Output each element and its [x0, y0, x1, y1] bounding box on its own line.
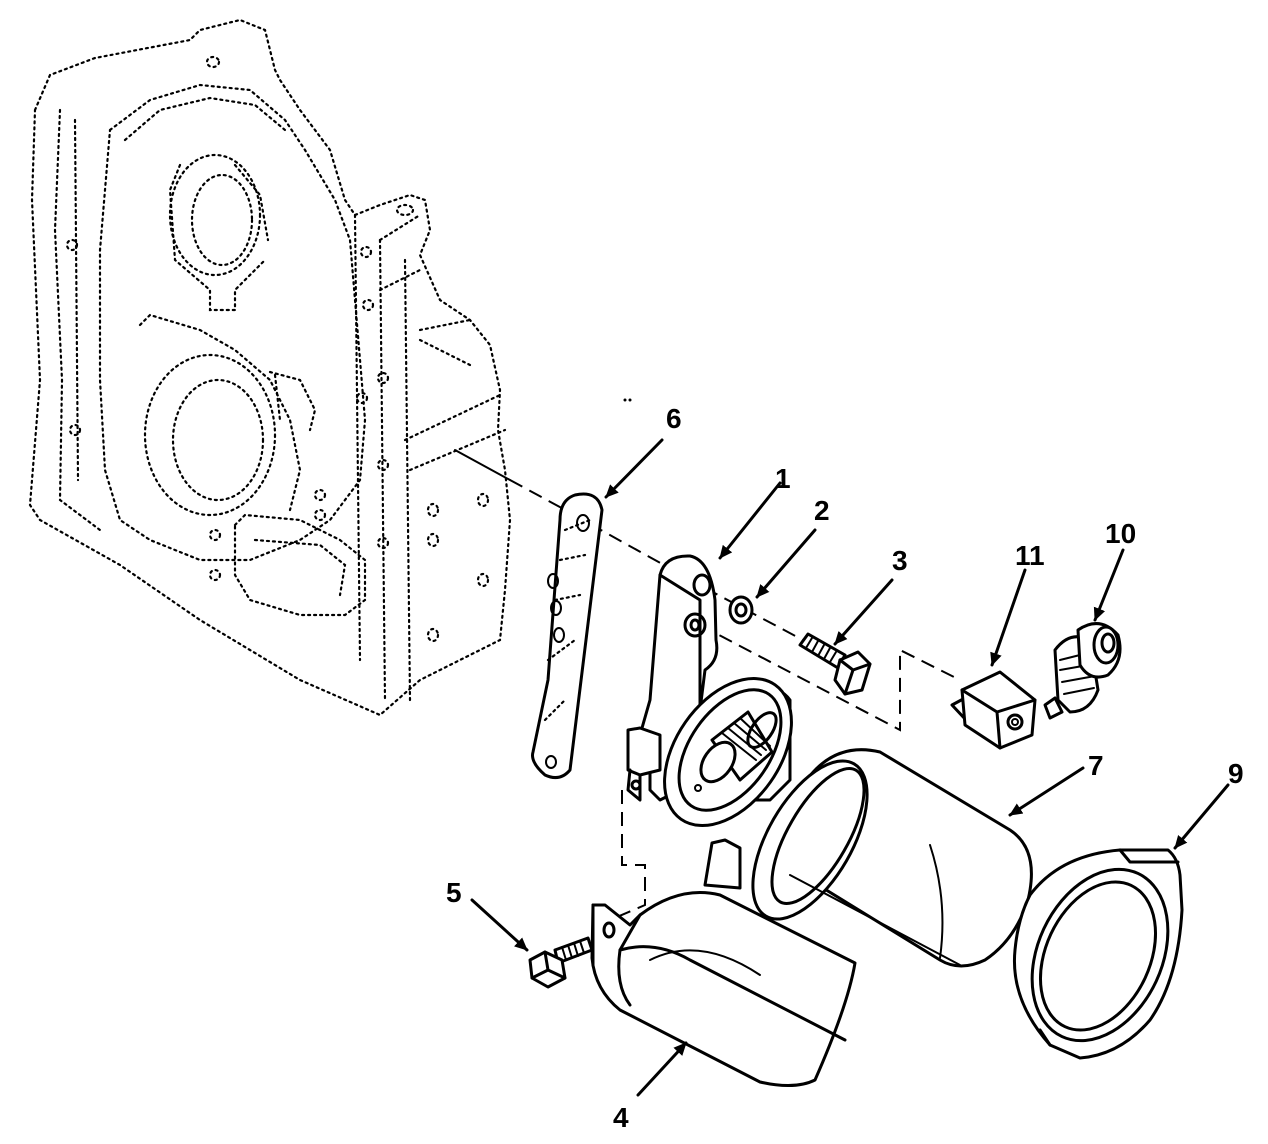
lock-washer: [728, 595, 754, 625]
callout-2: 2: [814, 495, 830, 526]
callout-11: 11: [1015, 540, 1045, 571]
engine-cover-phantom: [28, 18, 512, 717]
callout-labels: 6 1 2 3 11 10 7 9 5 4: [446, 403, 1244, 1133]
callout-7: 7: [1088, 750, 1104, 781]
filter-element: [751, 748, 1033, 968]
callout-9: 9: [1228, 758, 1244, 789]
callout-1: 1: [775, 463, 791, 494]
filter-head: [623, 398, 793, 827]
callout-3: 3: [892, 545, 908, 576]
sending-unit: [1043, 622, 1122, 720]
cradle-shield: [590, 838, 857, 1087]
gasket-ring: [1012, 848, 1184, 1060]
callout-5: 5: [446, 877, 462, 908]
callout-10: 10: [1105, 518, 1136, 549]
adapter-block: [950, 670, 1037, 750]
hex-bolt-lower: [528, 936, 594, 989]
callout-6: 6: [666, 403, 682, 434]
callout-4: 4: [613, 1102, 629, 1133]
hex-bolt-upper: [798, 632, 872, 696]
callout-leaders: [470, 438, 1230, 1097]
gasket: [531, 492, 604, 780]
